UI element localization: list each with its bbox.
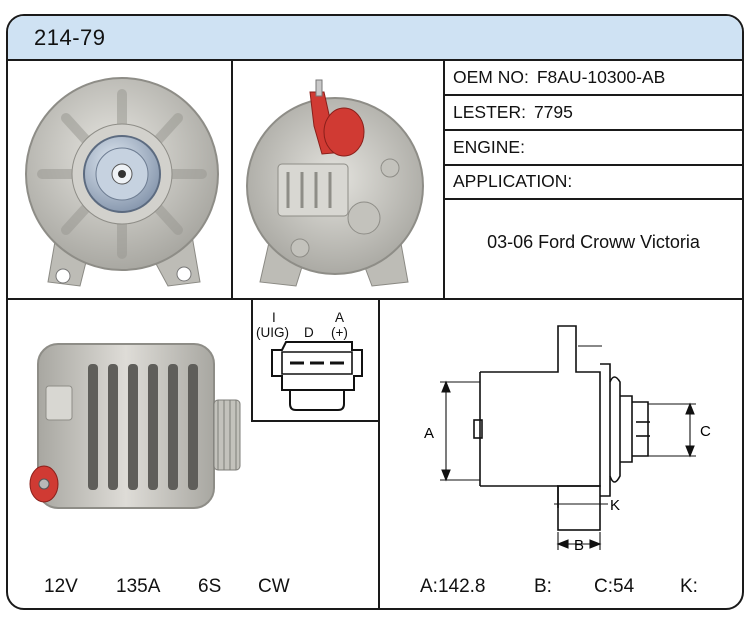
spec-amperage: 135A bbox=[116, 576, 161, 597]
spec-application: APPLICATION: bbox=[453, 171, 572, 192]
divider-v-photos bbox=[231, 59, 233, 299]
oem-label: OEM NO: bbox=[453, 67, 529, 87]
spec-row-line bbox=[445, 94, 742, 96]
alternator-front-image bbox=[25, 77, 219, 287]
connector-box-left bbox=[251, 299, 253, 421]
dim-value-a: A:142.8 bbox=[420, 576, 486, 597]
spec-oem: OEM NO: F8AU-10300-AB bbox=[453, 67, 665, 88]
connector-diagram bbox=[271, 341, 363, 411]
lester-value: 7795 bbox=[533, 102, 573, 122]
application-value: 03-06 Ford Croww Victoria bbox=[487, 232, 700, 252]
oem-value: F8AU-10300-AB bbox=[536, 67, 666, 87]
connector-label-plus: (+) bbox=[331, 325, 348, 340]
spec-lester: LESTER: 7795 bbox=[453, 102, 573, 123]
connector-label-d: D bbox=[304, 325, 314, 340]
divider-h-middle bbox=[8, 298, 742, 300]
dimension-drawing: A C B K bbox=[424, 325, 711, 554]
spec-engine: ENGINE: bbox=[453, 137, 533, 158]
dim-value-c: C:54 bbox=[594, 576, 635, 597]
dim-value-b: B: bbox=[534, 576, 552, 597]
dim-label-c: C bbox=[700, 423, 711, 440]
alternator-side-image bbox=[29, 343, 241, 509]
spec-rotation: CW bbox=[258, 576, 290, 597]
spec-pulley: 6S bbox=[198, 576, 222, 597]
part-number: 214-79 bbox=[34, 25, 106, 50]
connector-box-bottom bbox=[251, 420, 379, 422]
dim-label-b: B bbox=[574, 537, 584, 554]
spec-row-line bbox=[445, 198, 742, 200]
application-label: APPLICATION: bbox=[453, 171, 573, 191]
dim-value-k: K: bbox=[680, 576, 698, 597]
dim-label-k: K bbox=[610, 497, 620, 514]
engine-label: ENGINE: bbox=[453, 137, 525, 157]
spec-voltage: 12V bbox=[44, 576, 78, 597]
alternator-rear-image bbox=[246, 79, 424, 287]
divider-v-specs bbox=[443, 59, 445, 299]
spec-row-line bbox=[445, 164, 742, 166]
dim-label-a: A bbox=[424, 425, 434, 442]
header-bar: 214-79 bbox=[8, 16, 742, 61]
divider-v-bottom bbox=[378, 299, 380, 608]
lester-label: LESTER: bbox=[453, 102, 526, 122]
connector-label-i: I bbox=[272, 310, 276, 325]
connector-label-uig: (UIG) bbox=[256, 325, 289, 340]
connector-label-a: A bbox=[335, 310, 345, 325]
spec-sheet: 214-79 OEM NO:F8AU-10300-AB LESTER:7795 … bbox=[6, 14, 744, 610]
spec-row-line bbox=[445, 129, 742, 131]
